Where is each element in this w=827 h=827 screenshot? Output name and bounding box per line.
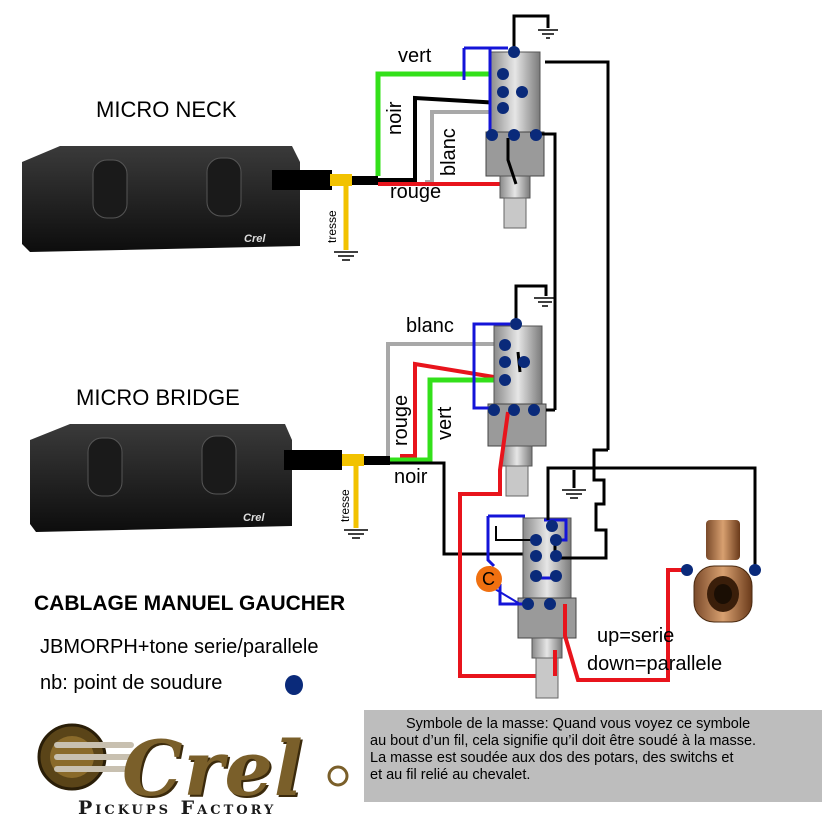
capacitor-label: C (482, 569, 495, 589)
tone-red-wire (458, 411, 555, 678)
micro-bridge-label: MICRO BRIDGE (76, 385, 240, 410)
bridge-pickup-brand: Crel (243, 512, 265, 524)
solder-note: nb: point de soudure (40, 672, 223, 694)
neck-pickup-brand: Crel (244, 233, 266, 245)
ground-note-line: Symbole de la masse: Quand vous voyez ce… (406, 716, 751, 732)
ground-note-line: et au fil relié au chevalet. (370, 767, 531, 783)
crel-logo-icon (37, 723, 349, 791)
brand-logo: Crel (122, 724, 304, 813)
solder-points (486, 46, 761, 610)
solder-point-legend-icon (285, 675, 303, 695)
neck-black-wire (378, 95, 501, 182)
ground-icon (534, 297, 556, 307)
ground-icon (334, 251, 358, 261)
jack-ground-wire (546, 466, 757, 570)
ground-note-line: La masse est soudée aux dos des potars, … (370, 750, 734, 766)
neck-noir-label: noir (384, 101, 406, 135)
ground-icon (344, 529, 368, 539)
output-wire (545, 60, 610, 450)
switch-red-wire (563, 568, 685, 682)
switch-up-label: up=serie (597, 625, 675, 647)
ground-icon (562, 489, 586, 499)
neck-cable-shield (330, 174, 352, 186)
ground-note-box: Symbole de la masse: Quand vous voyez ce… (364, 710, 822, 802)
neck-tresse-label: tresse (325, 210, 339, 243)
bridge-blanc-label: blanc (406, 315, 454, 337)
bridge-green-wire (390, 377, 505, 463)
neck-blanc-label: blanc (438, 128, 460, 176)
neck-pickup (22, 146, 332, 252)
diagram-subtitle: JBMORPH+tone serie/parallele (40, 636, 319, 658)
switch-down-label: down=parallele (587, 653, 723, 675)
bridge-vert-label: vert (434, 406, 456, 440)
micro-neck-label: MICRO NECK (96, 97, 237, 122)
capacitor (476, 566, 502, 592)
ground-note-line: au bout d’un fil, cela signifie qu’il do… (370, 733, 757, 749)
output-jack (693, 520, 753, 623)
bridge-tresse-label: tresse (338, 489, 352, 522)
bridge-cable-shield (342, 454, 364, 466)
neck-rouge-label: rouge (390, 181, 442, 203)
neck-vert-label: vert (398, 45, 432, 67)
bridge-white-wire (386, 342, 503, 456)
ground-icon (538, 29, 558, 39)
brand-tagline: Pickups Factory (78, 797, 277, 819)
diagram-title: CABLAGE MANUEL GAUCHER (34, 592, 346, 615)
neck-cable-end (352, 176, 378, 185)
bridge-red-wire (400, 361, 501, 458)
bridge-cable-end (364, 456, 390, 465)
bridge-rouge-label: rouge (390, 394, 412, 446)
bridge-pickup (30, 424, 342, 532)
bridge-noir-label: noir (394, 466, 428, 488)
